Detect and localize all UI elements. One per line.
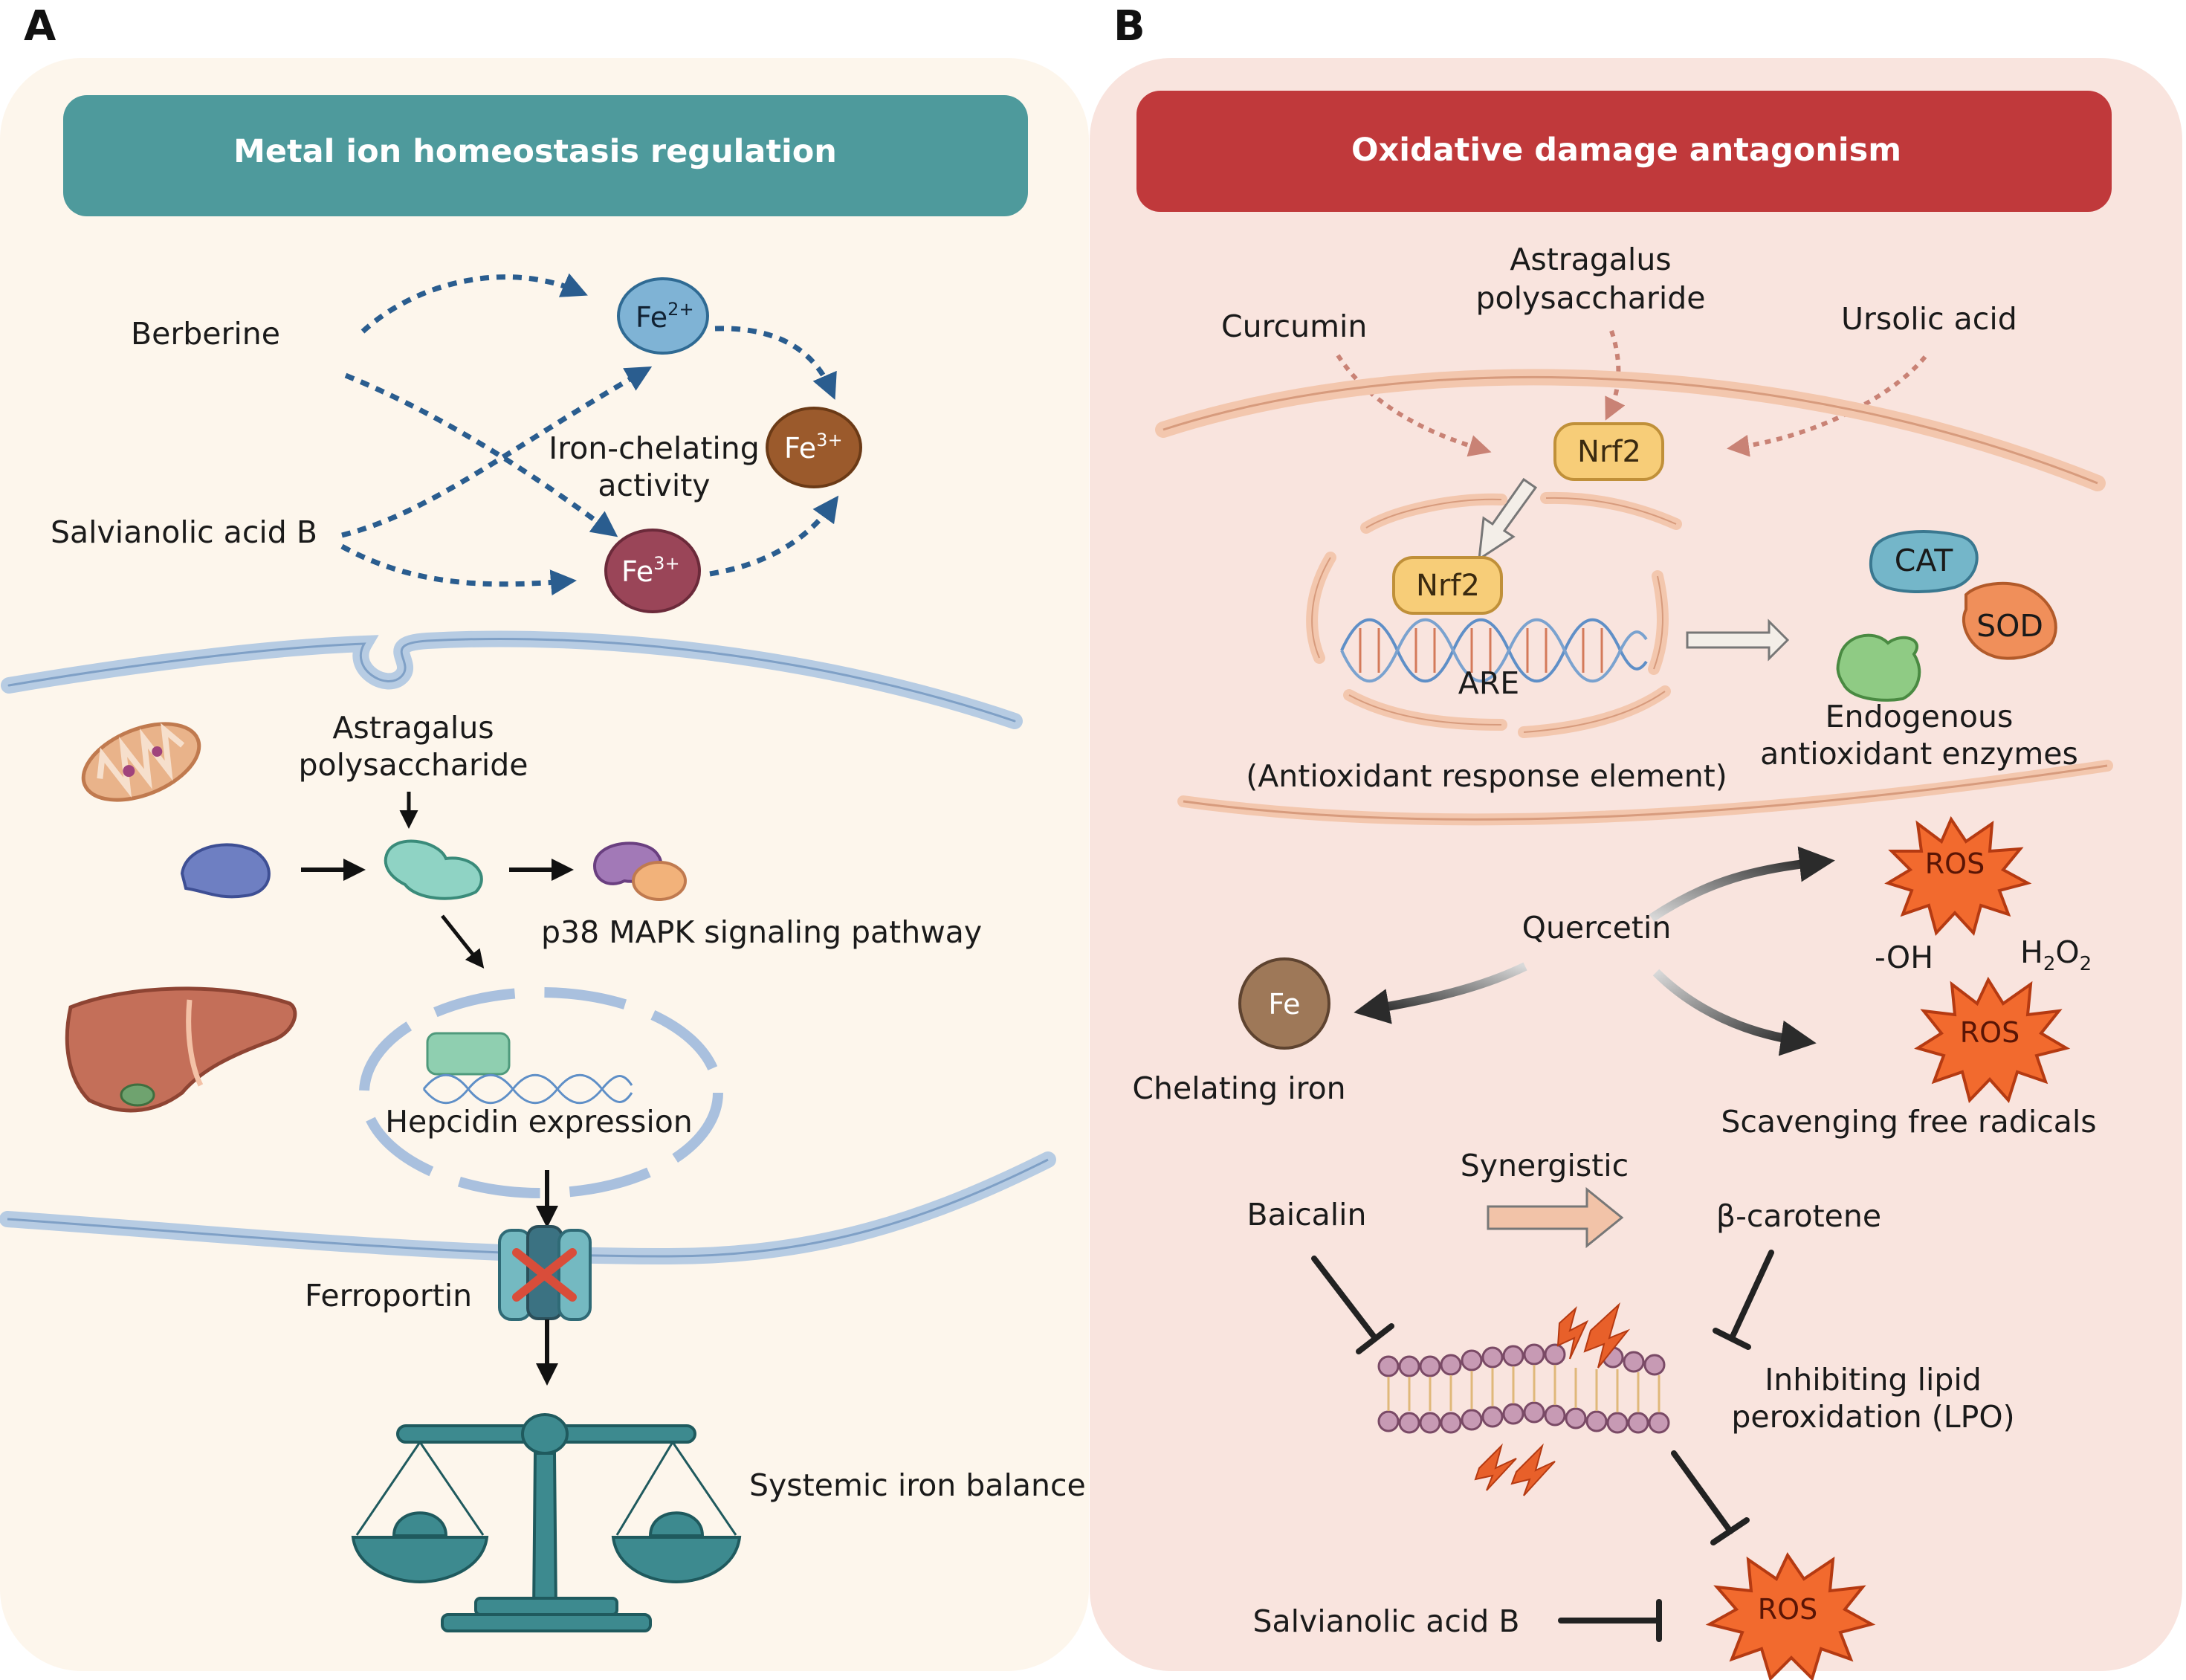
blocked-x-icon	[512, 1248, 577, 1302]
lightning-icons	[1474, 1302, 1631, 1496]
berberine-label: Berberine	[131, 316, 280, 352]
fe2-text: Fe2+	[636, 299, 694, 334]
nrf2-inner-box	[1392, 556, 1503, 615]
membrane-edge-b	[7, 1158, 1049, 1258]
arrow-quercetin-ros	[1649, 846, 1835, 923]
iron-chelating-label-2: activity	[598, 468, 710, 503]
panel-b-letter: B	[1113, 2, 1145, 51]
pink-dashed-arrows	[1336, 330, 1927, 457]
liver	[65, 986, 297, 1113]
ros-top-label: ROS	[1925, 847, 1985, 880]
baicalin-label: Baicalin	[1246, 1197, 1366, 1232]
arrow-quercetin-scavenge	[1652, 969, 1817, 1056]
lpo-label-2: peroxidation (LPO)	[1731, 1399, 2014, 1435]
curcumin-label: Curcumin	[1221, 308, 1367, 344]
protein-blue	[180, 843, 271, 899]
carotene-label: β-carotene	[1716, 1198, 1881, 1234]
ros-burst-bottom	[1705, 1551, 1876, 1680]
membrane-edge-c	[1162, 375, 2098, 485]
panel-b-banner	[1136, 91, 2112, 212]
fe3-bottom-text: Fe3+	[621, 553, 680, 588]
astragalus-label-b-1: Astragalus	[1510, 242, 1671, 277]
fe3-ion-bottom	[604, 529, 701, 613]
iron-chelating-label-1: Iron-chelating	[549, 430, 760, 466]
lipid-bilayer	[1377, 1343, 1670, 1434]
fe3-ion-top	[766, 407, 862, 488]
ursolic-label: Ursolic acid	[1841, 301, 2017, 337]
h2o2-label: H2O2	[2020, 934, 2092, 975]
nrf2-outer-label: Nrf2	[1577, 435, 1641, 469]
hollow-arrow-enzymes	[1686, 618, 1790, 662]
oh-label: -OH	[1875, 940, 1933, 975]
enzymes-label-1: Endogenous	[1826, 699, 2014, 734]
fe2-ion	[617, 277, 709, 355]
dna-helix-b	[1340, 618, 1648, 683]
chelating-label: Chelating iron	[1132, 1070, 1345, 1106]
panel-a-title: Metal ion homeostasis regulation	[233, 133, 837, 170]
iron-dashed-arrows	[340, 273, 839, 596]
nucleus-b-edge	[1311, 497, 1677, 733]
fe-ion-b	[1238, 957, 1330, 1050]
arrow-to-nucleus	[441, 914, 485, 969]
hepcidin-protein	[426, 1032, 511, 1076]
panel-b-background	[1090, 58, 2182, 1671]
nrf2-outer-box	[1553, 422, 1664, 481]
enzymes-label-2: antioxidant enzymes	[1760, 736, 2078, 772]
cat-enzyme-icon	[1869, 530, 1979, 593]
quercetin-label: Quercetin	[1522, 910, 1672, 946]
nucleus-a	[359, 987, 723, 1198]
ros-burst-mid	[1914, 976, 2071, 1103]
are-full-label: (Antioxidant response element)	[1246, 758, 1727, 794]
scavenging-label: Scavenging free radicals	[1721, 1104, 2096, 1140]
panel-b-title: Oxidative damage antagonism	[1351, 132, 1901, 169]
synergistic-label: Synergistic	[1461, 1148, 1629, 1183]
balance-label: Systemic iron balance	[749, 1467, 1086, 1503]
astragalus-label-a-1: Astragalus	[332, 710, 494, 746]
salvianolic-label-a: Salvianolic acid B	[51, 514, 317, 550]
enzyme-green-icon	[1836, 633, 1921, 702]
protein-teal	[384, 839, 483, 900]
dna-helix-a	[422, 1073, 633, 1105]
cat-label: CAT	[1895, 543, 1953, 578]
p38-label: p38 MAPK signaling pathway	[541, 914, 982, 950]
hollow-arrow-synergistic	[1487, 1186, 1624, 1249]
membrane-edge-d	[1183, 764, 2108, 821]
are-label: ARE	[1458, 665, 1519, 701]
sod-label: SOD	[1976, 608, 2043, 644]
astragalus-label-a-2: polysaccharide	[299, 747, 528, 783]
ros-mid-label: ROS	[1960, 1016, 2020, 1049]
fe3-top-text: Fe3+	[784, 430, 843, 465]
nrf2-inner-label: Nrf2	[1416, 569, 1480, 603]
lpo-label-1: Inhibiting lipid	[1765, 1362, 1982, 1398]
sod-enzyme-icon	[1962, 581, 2057, 660]
balance-scale-icon	[351, 1413, 742, 1632]
hepcidin-label: Hepcidin expression	[385, 1104, 693, 1140]
ros-bottom-label: ROS	[1758, 1593, 1817, 1626]
ferroportin-label: Ferroportin	[305, 1278, 472, 1314]
protein-complex	[592, 841, 687, 901]
arrow-quercetin-fe	[1354, 962, 1527, 1024]
mitochondrion	[81, 722, 201, 802]
panel-a-letter: A	[24, 2, 56, 51]
astragalus-label-b-2: polysaccharide	[1476, 280, 1706, 316]
inhibition-lines	[1311, 1250, 1774, 1642]
ros-burst-top	[1884, 815, 2032, 937]
hollow-arrow-nrf2	[1478, 477, 1538, 561]
membrane-edge-a	[7, 637, 1016, 723]
fe-label-b: Fe	[1268, 988, 1300, 1021]
panel-a-banner	[63, 95, 1028, 216]
salvianolic-label-b: Salvianolic acid B	[1253, 1603, 1520, 1639]
